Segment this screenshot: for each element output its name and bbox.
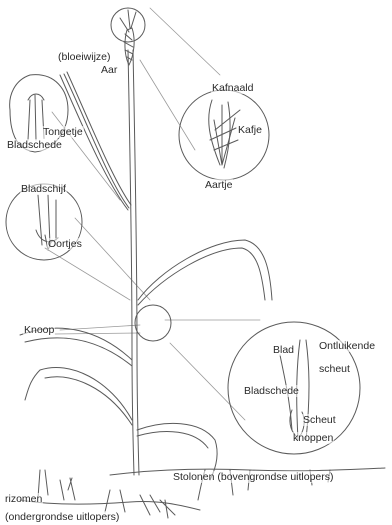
label-ear: Aar [100,64,118,76]
label-awn: Kafnaald [211,82,254,94]
main-stem [128,50,139,475]
upper-leaf [60,72,131,210]
label-shoot-buds-1: Scheut [302,414,337,426]
label-inflorescence: (bloeiwijze) [57,51,112,63]
label-rhizomes: rizomen [4,493,43,505]
label-shoot: scheut [318,363,351,375]
node-circle [135,305,171,341]
label-ligule: Tongetje [42,126,84,138]
lower-leaf-left [25,367,132,425]
connector-lines [45,8,260,420]
label-underground: (ondergrondse uitlopers) [4,511,120,523]
label-node: Knoop [23,324,55,336]
label-leaf-sheath: Bladschede [243,385,300,397]
label-emerging: Ontluikende [318,340,376,352]
label-shoot-buds-2: knoppen [292,432,334,444]
label-leaf: Blad [272,344,295,356]
label-spikelet: Aartje [204,179,233,191]
label-glume: Kafje [237,124,263,136]
label-auricles: Oortjes [47,238,83,250]
label-stolons: Stolonen (bovengrondse uitlopers) [172,471,335,483]
label-leaf-sheath-top: Bladschede [6,139,63,151]
middle-leaf [138,240,272,305]
label-leaf-blade: Bladschijf [20,183,67,195]
